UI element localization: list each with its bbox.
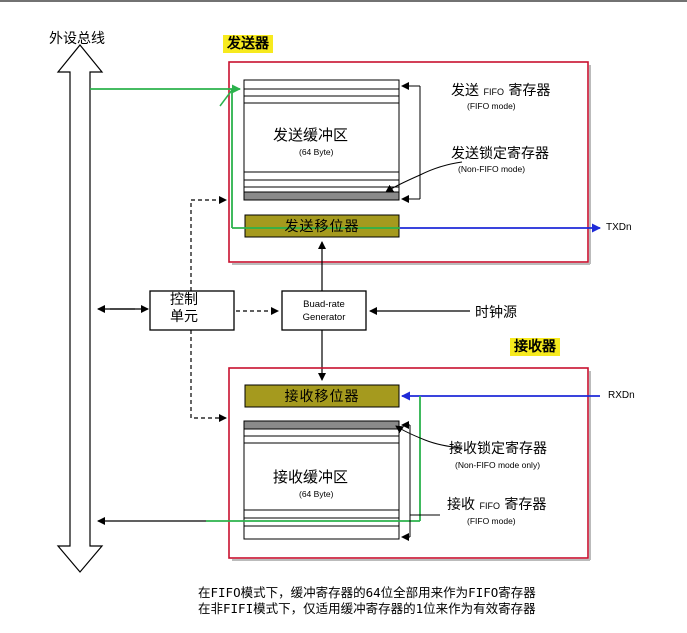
- receiver-tag: 接收器: [510, 338, 560, 356]
- control-unit-line1: 控制: [170, 292, 198, 308]
- transmitter-tag: 发送器: [223, 35, 273, 53]
- rxd-pin-label: RXDn: [608, 390, 635, 401]
- transmit-shift-register-label: 发送移位器: [284, 219, 360, 235]
- transmit-buffer-title: 发送缓冲区: [273, 126, 349, 144]
- receive-fifo-register-label: 接收 FIFO 寄存器: [447, 494, 546, 514]
- control-unit-line2: 单元: [170, 309, 198, 325]
- transmit-buffer-size: (64 Byte): [299, 147, 334, 157]
- transmit-fifo-suffix: 寄存器: [508, 83, 551, 99]
- receive-buffer-title: 接收缓冲区: [273, 468, 349, 486]
- txd-pin-label: TXDn: [606, 222, 632, 233]
- receive-shift-register-label: 接收移位器: [284, 389, 360, 405]
- receive-lock-cell: [243, 420, 400, 430]
- note-fifo-mode: 在FIFO模式下，缓冲寄存器的64位全部用来作为FIFO寄存器: [198, 585, 536, 600]
- receive-fifo-mode: (FIFO mode): [467, 516, 516, 526]
- clock-source-label: 时钟源: [475, 305, 517, 321]
- peripheral-bus-arrow: [56, 44, 104, 573]
- transmit-lock-register-mode: (Non-FIFO mode): [458, 164, 526, 174]
- receive-buffer-size: (64 Byte): [299, 489, 334, 499]
- baud-rate-generator-box: [281, 290, 367, 331]
- transmit-fifo-mode: (FIFO mode): [467, 101, 516, 111]
- transmit-fifo-register-label: 发送 FIFO 寄存器: [451, 80, 550, 100]
- receive-lock-register-mode: (Non-FIFO mode only): [455, 460, 541, 470]
- transmit-lock-cell: [243, 191, 400, 201]
- receive-lock-register-label: 接收锁定寄存器: [449, 441, 547, 457]
- transmit-fifo-word: FIFO: [483, 87, 504, 97]
- receiver-frame: [228, 367, 589, 559]
- baud-generator-label: Buad-rate Generator: [282, 298, 366, 324]
- baud-generator-line1: Buad-rate: [303, 299, 345, 310]
- transmitter-frame: [228, 61, 589, 263]
- receive-shift-register-box: [244, 384, 400, 408]
- transmit-lock-register-label: 发送锁定寄存器: [451, 146, 549, 162]
- receive-fifo-prefix: 接收: [447, 497, 475, 513]
- control-unit-label: 控制 单元: [170, 292, 198, 326]
- transmit-shift-register-box: [244, 214, 400, 238]
- bus-label: 外设总线: [49, 31, 105, 47]
- control-unit-box: [149, 290, 235, 331]
- note-non-fifo-mode: 在非FIFI模式下，仅适用缓冲寄存器的1位来作为有效寄存器: [198, 601, 536, 616]
- receive-buffer-box: [243, 420, 400, 540]
- baud-generator-line2: Generator: [302, 312, 346, 323]
- transmit-fifo-prefix: 发送: [451, 83, 479, 99]
- receive-fifo-suffix: 寄存器: [504, 497, 547, 513]
- receive-fifo-word: FIFO: [479, 501, 500, 511]
